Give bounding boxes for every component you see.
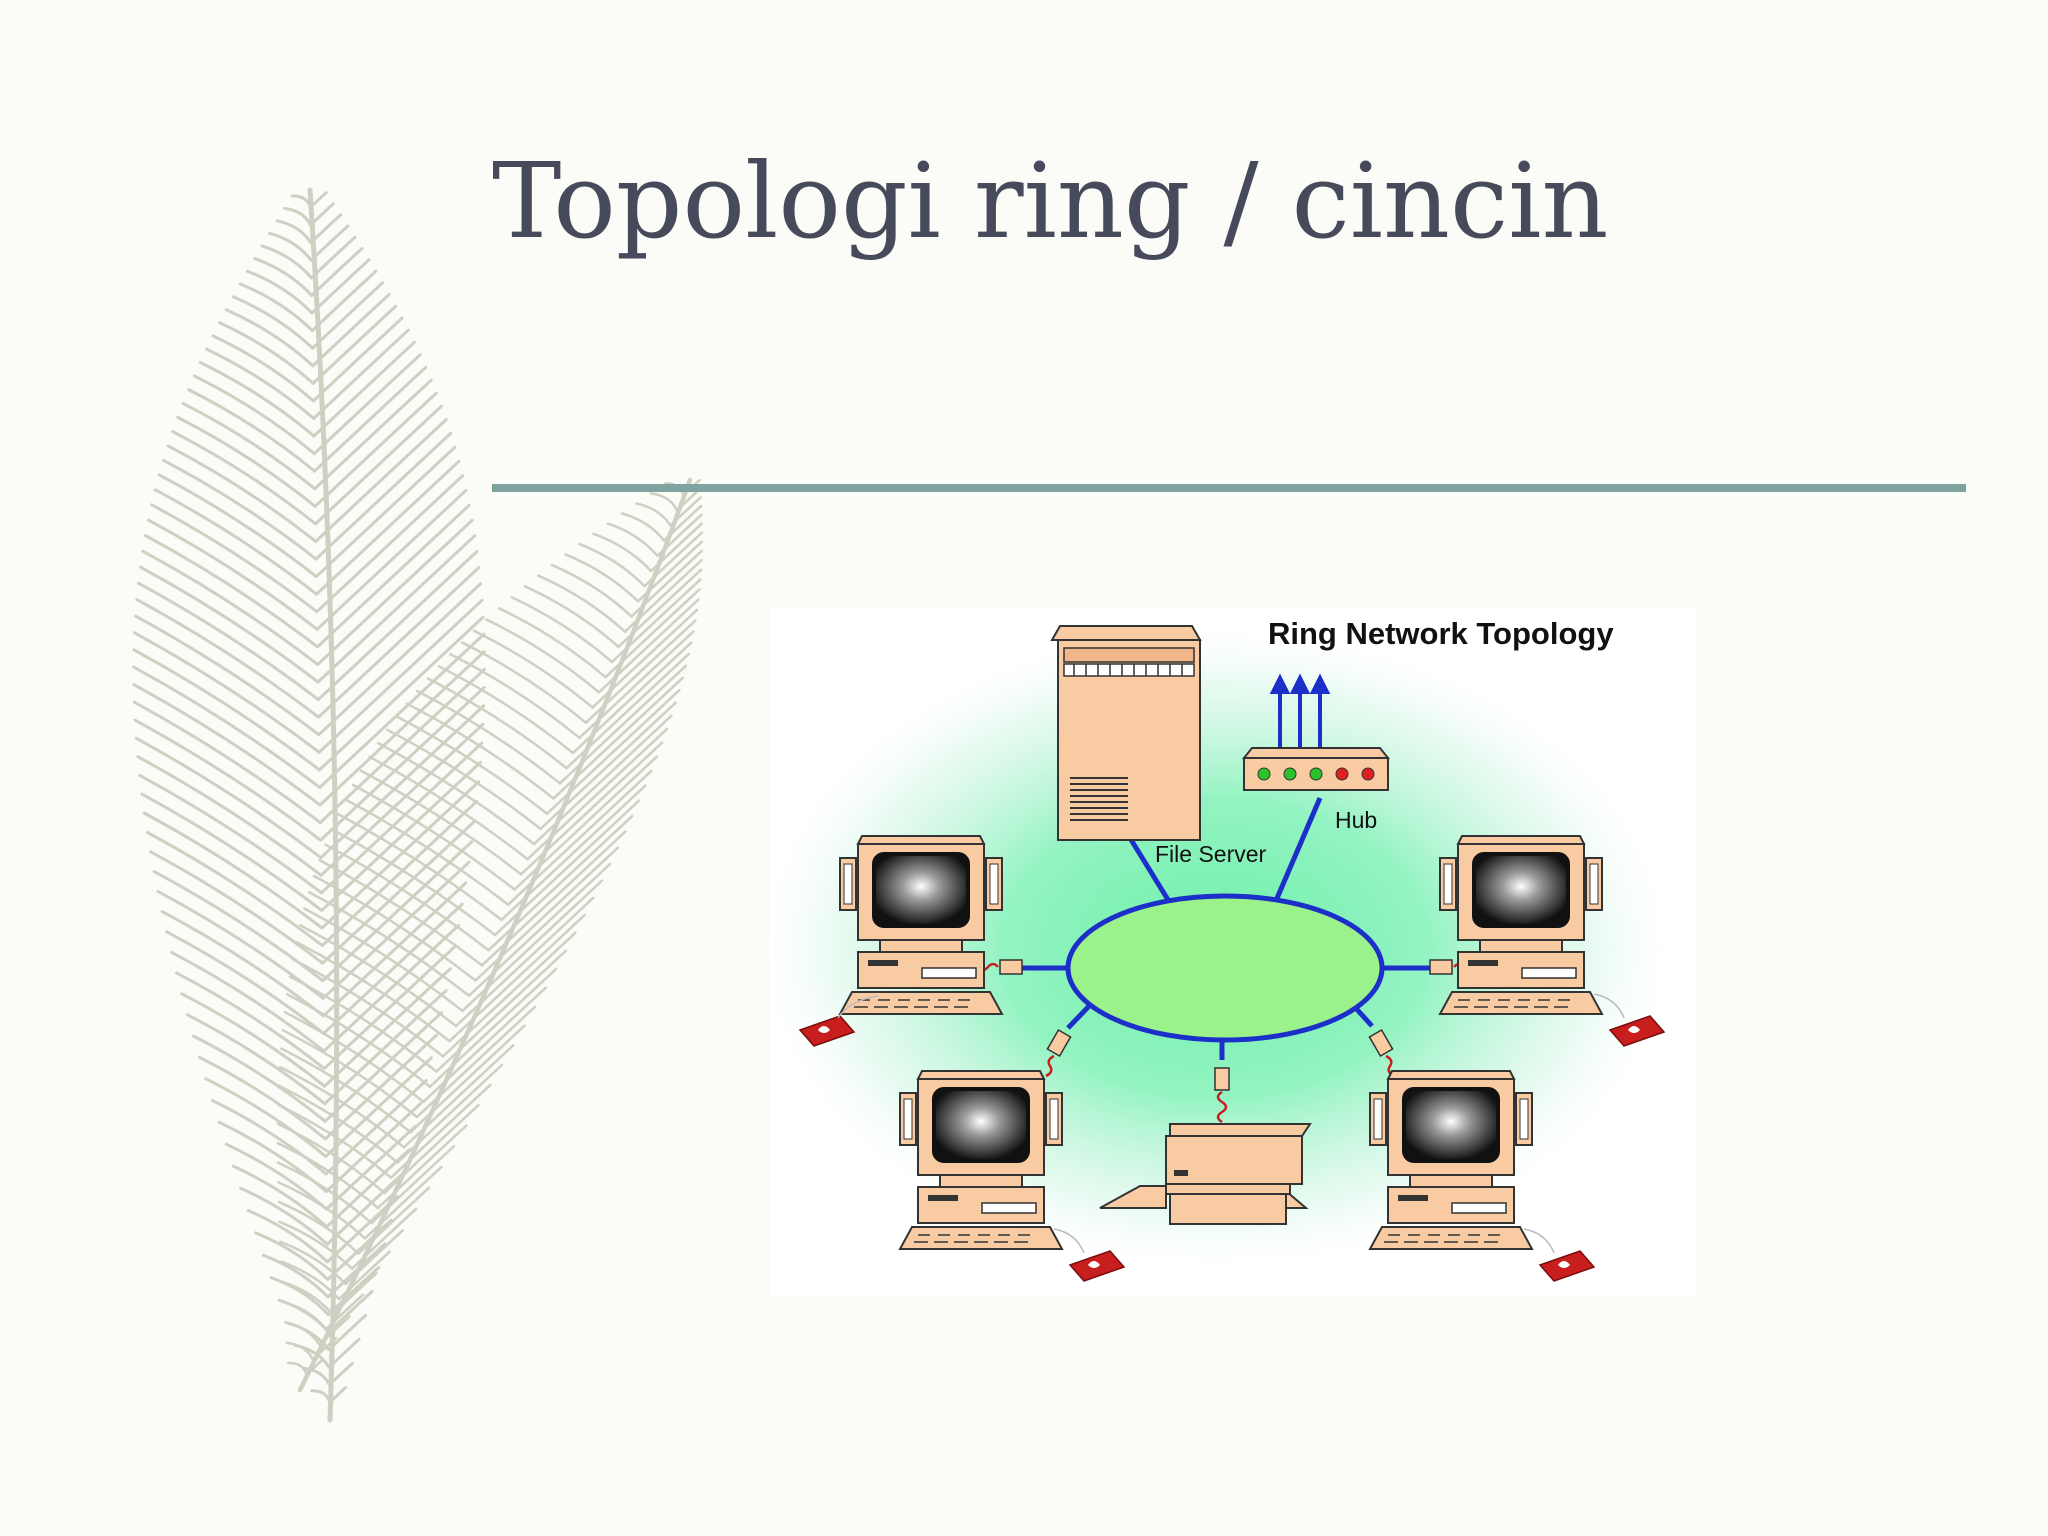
- title-divider: [492, 484, 1966, 492]
- computer-icon: [1368, 1070, 1596, 1282]
- mouse-icon: [1053, 1228, 1126, 1282]
- link-hub: [1272, 797, 1323, 904]
- connector-left: [999, 959, 1023, 975]
- network-links: [1013, 797, 1430, 1060]
- mouse-icon: [1593, 993, 1666, 1047]
- ring-topology-diagram: Ring Network Topology: [770, 608, 1696, 1296]
- computer-icon: [1438, 835, 1666, 1047]
- link-bottom-left: [1066, 1001, 1094, 1030]
- ring-network: [1065, 893, 1385, 1043]
- link-file-server: [1127, 836, 1173, 905]
- mouse-icon: [1523, 1228, 1596, 1282]
- hub-label: Hub: [1335, 807, 1377, 833]
- connector-bottom: [1214, 1067, 1230, 1091]
- slide-title: Topologi ring / cincin: [492, 140, 1609, 262]
- cable-bottom-left: [1045, 1054, 1055, 1078]
- ring-topology-svg: Ring Network Topology: [770, 608, 1696, 1296]
- connector-bottom-left: [1046, 1028, 1072, 1058]
- connector-bottom-right: [1368, 1028, 1394, 1058]
- hub-icon: [1241, 673, 1391, 791]
- computer-icon: [798, 835, 1004, 1047]
- printer-icon: [1099, 1123, 1312, 1225]
- mouse-icon: [798, 995, 879, 1047]
- file-server-label: File Server: [1155, 841, 1267, 867]
- computer-icon: [898, 1070, 1126, 1282]
- computer-group: [798, 835, 1666, 1282]
- file-server-icon: [1050, 625, 1202, 841]
- cable-bottom: [1216, 1090, 1228, 1124]
- diagram-heading: Ring Network Topology: [1268, 616, 1614, 651]
- connector-right: [1429, 959, 1453, 975]
